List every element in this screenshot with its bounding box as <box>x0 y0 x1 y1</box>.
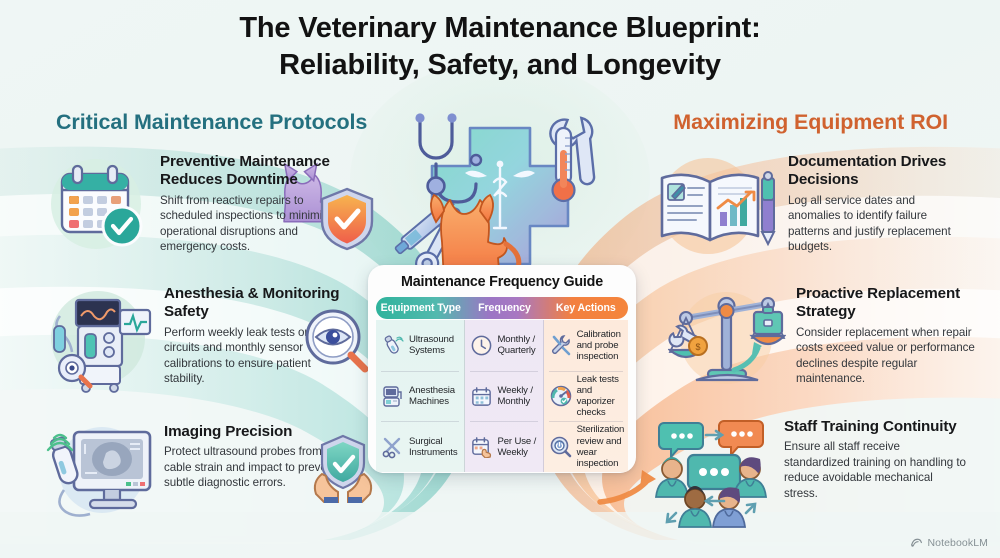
person-dark <box>677 486 713 528</box>
feature-card-imaging-precision: Imaging Precision Protect ultrasound pro… <box>38 420 373 524</box>
table-row: Per Use / Weekly <box>465 421 542 472</box>
feature-heading: Anesthesia & Monitoring Safety <box>164 285 340 321</box>
table-title: Maintenance Frequency Guide <box>401 274 603 290</box>
ultrasound-probe-icon <box>384 335 404 354</box>
feature-body: Consider replacement when repair costs e… <box>796 325 975 386</box>
person-teal-left <box>654 457 690 498</box>
calendar-check-icon <box>51 159 143 249</box>
feature-heading: Staff Training Continuity <box>784 418 957 435</box>
table-row: Sterilization review and wear inspection <box>544 421 629 472</box>
feature-card-preventive-maintenance: Preventive Maintenance Reduces Downtime … <box>42 150 374 255</box>
feature-heading: Documentation Drives Decisions <box>788 153 947 189</box>
feature-body: Log all service dates and anomalies to i… <box>788 193 951 254</box>
notebooklm-logo-icon <box>911 538 923 547</box>
shield-in-hands-icon <box>313 434 373 503</box>
table-column-key-actions: Calibration and probe inspection Leak te… <box>543 320 629 472</box>
page-title: The Veterinary Maintenance Blueprint: Re… <box>0 10 1000 84</box>
cell-equipment: Ultrasound Systems <box>409 334 454 357</box>
shield-check-icon <box>320 187 374 251</box>
feature-heading: Proactive Replacement Strategy <box>796 285 960 321</box>
feature-body: Protect ultrasound probes from cable str… <box>164 445 337 490</box>
flow-arrow-icon <box>597 470 656 505</box>
column-header-equipment-type: Equipment Type <box>380 302 461 314</box>
feature-card-staff-training: Staff Training Continuity Ensure all sta… <box>650 415 986 531</box>
person-teal-right <box>732 457 768 498</box>
scissors-scalpel-icon <box>382 437 401 459</box>
cell-frequency: Monthly / Quarterly <box>497 334 536 357</box>
feature-heading: Preventive Maintenance Reduces Downtime <box>160 153 330 189</box>
cell-equipment: Anesthesia Machines <box>409 384 455 407</box>
watermark-label: NotebookLM <box>927 536 988 549</box>
table-row: Ultrasound Systems <box>376 320 464 371</box>
title-line-2: Reliability, Safety, and Longevity <box>279 48 721 81</box>
table-row: Anesthesia Machines <box>376 370 464 422</box>
feature-body: Shift from reactive repairs to scheduled… <box>160 193 335 254</box>
cell-action: Leak tests and vaporizer checks <box>576 373 619 419</box>
open-book-chart-pen-icon <box>660 158 776 254</box>
monitor-machine-icon <box>383 386 402 407</box>
eye-magnifier-icon <box>305 309 369 373</box>
table-row: Weekly / Monthly <box>465 370 542 422</box>
column-header-key-actions: Key Actions <box>555 302 616 314</box>
svg-text:$: $ <box>695 342 700 352</box>
table-row: Surgical Instruments <box>376 421 464 472</box>
wrench-screwdriver-icon <box>551 335 570 356</box>
cell-equipment: Surgical Instruments <box>409 435 458 458</box>
calendar-tap-icon <box>472 437 492 459</box>
feature-card-anesthesia-monitoring: Anesthesia & Monitoring Safety Perform w… <box>36 282 369 394</box>
ultrasound-monitor-icon <box>46 427 152 517</box>
notebooklm-watermark: NotebookLM <box>910 536 988 549</box>
cell-frequency: Per Use / Weekly <box>497 435 537 458</box>
cell-frequency: Weekly / Monthly <box>497 384 533 407</box>
title-line-1: The Veterinary Maintenance Blueprint: <box>239 12 761 44</box>
feature-card-documentation: Documentation Drives Decisions Log all s… <box>650 150 980 260</box>
table-column-frequency: Monthly / Quarterly Weekly / Monthly <box>465 320 544 472</box>
person-blue <box>711 487 747 528</box>
staff-training-group-icon <box>654 420 768 528</box>
clock-icon <box>472 335 492 356</box>
feature-card-proactive-replacement: $ Proactive Replacement Strategy Conside… <box>668 282 986 392</box>
cell-action: Calibration and probe inspection <box>576 328 621 362</box>
balance-scale-icon: $ <box>668 292 786 384</box>
right-section-heading: Maximizing Equipment ROI <box>673 110 948 134</box>
maintenance-frequency-table: Maintenance Frequency Guide Equipment Ty… <box>368 265 636 473</box>
column-header-frequency: Frequency <box>478 302 531 314</box>
anesthesia-machine-icon <box>51 291 152 393</box>
left-section-heading: Critical Maintenance Protocols <box>56 110 368 134</box>
calendar-icon <box>472 386 492 406</box>
cell-action: Sterilization review and wear inspection <box>576 424 625 469</box>
feature-body: Ensure all staff receive standardized tr… <box>784 440 966 500</box>
table-row: Leak tests and vaporizer checks <box>544 370 629 422</box>
feature-body: Perform weekly leak tests on circuits an… <box>164 325 311 386</box>
table-column-equipment-type: Ultrasound Systems Anesthesia Machines <box>376 320 466 472</box>
table-row: Monthly / Quarterly <box>465 320 542 371</box>
gauge-icon <box>550 385 571 407</box>
feature-heading: Imaging Precision <box>164 423 293 440</box>
table-row: Calibration and probe inspection <box>544 320 629 371</box>
table-header-row: Equipment Type Frequency Key Actions <box>376 297 628 319</box>
magnifier-power-icon <box>550 436 571 457</box>
